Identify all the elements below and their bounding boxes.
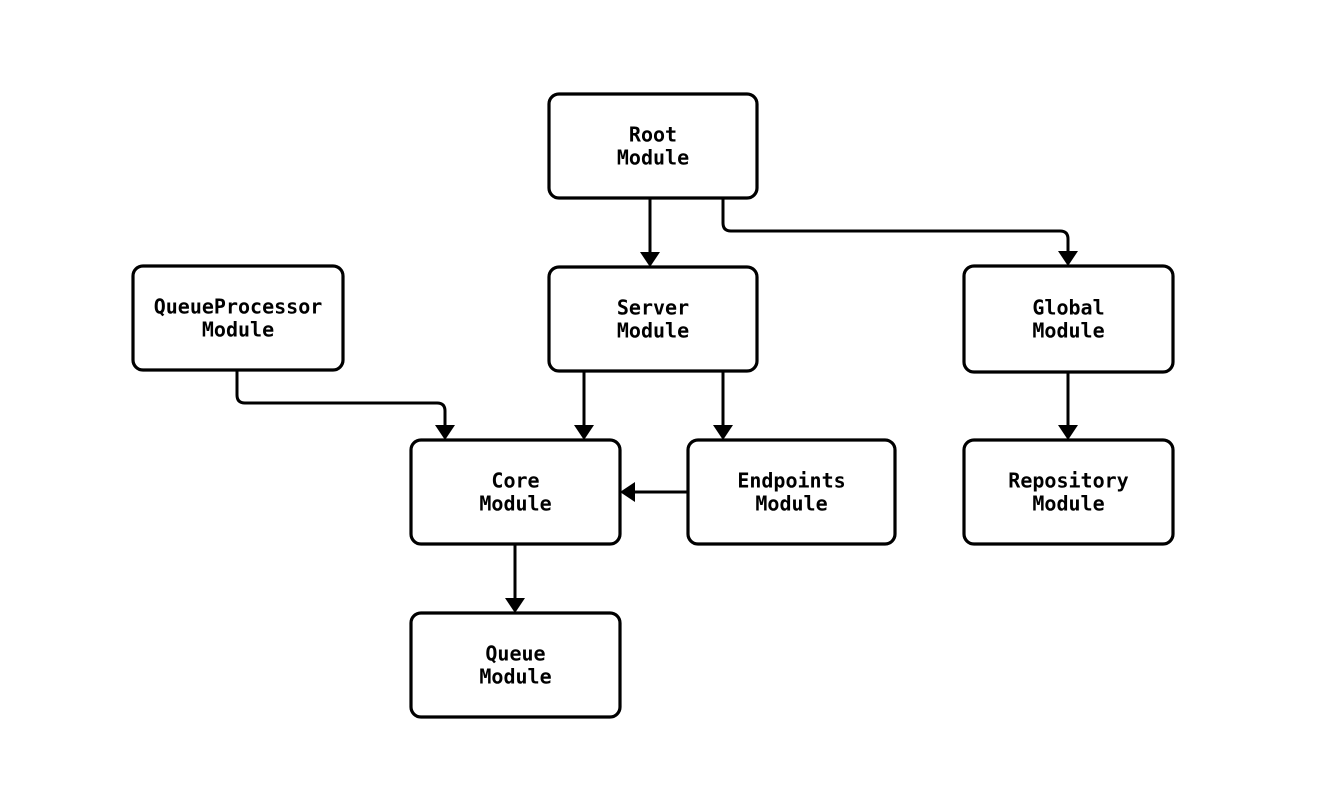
- arrowhead-icon: [574, 425, 594, 440]
- arrowhead-icon: [505, 598, 525, 613]
- edge-server-to-endpoints: [713, 371, 733, 440]
- edge-queueprocessor-to-core: [235, 370, 455, 440]
- arrowhead-icon: [640, 252, 660, 267]
- node-box-root: [547, 92, 759, 200]
- node-box-repository: [962, 438, 1175, 546]
- arrowhead-icon: [1058, 425, 1078, 440]
- arrowhead-icon: [435, 425, 455, 440]
- edge-server-to-core: [574, 371, 594, 440]
- edge-global-to-repository: [1058, 372, 1078, 440]
- edge-core-to-queue: [505, 544, 525, 613]
- node-box-queue: [409, 611, 622, 719]
- node-box-queueprocessor: [131, 264, 345, 372]
- node-box-core: [409, 438, 622, 546]
- node-box-global: [962, 264, 1175, 374]
- edge-root-to-server: [640, 198, 660, 267]
- edge-line-root-global: [721, 198, 1070, 251]
- node-box-server: [547, 265, 759, 373]
- edge-line-queueprocessor-core: [235, 370, 447, 425]
- arrowhead-icon: [713, 425, 733, 440]
- arrowhead-icon: [1058, 251, 1078, 266]
- edge-root-to-global: [721, 198, 1078, 266]
- edge-endpoints-to-core: [620, 482, 688, 502]
- node-box-endpoints: [686, 438, 897, 546]
- arrowhead-icon: [620, 482, 635, 502]
